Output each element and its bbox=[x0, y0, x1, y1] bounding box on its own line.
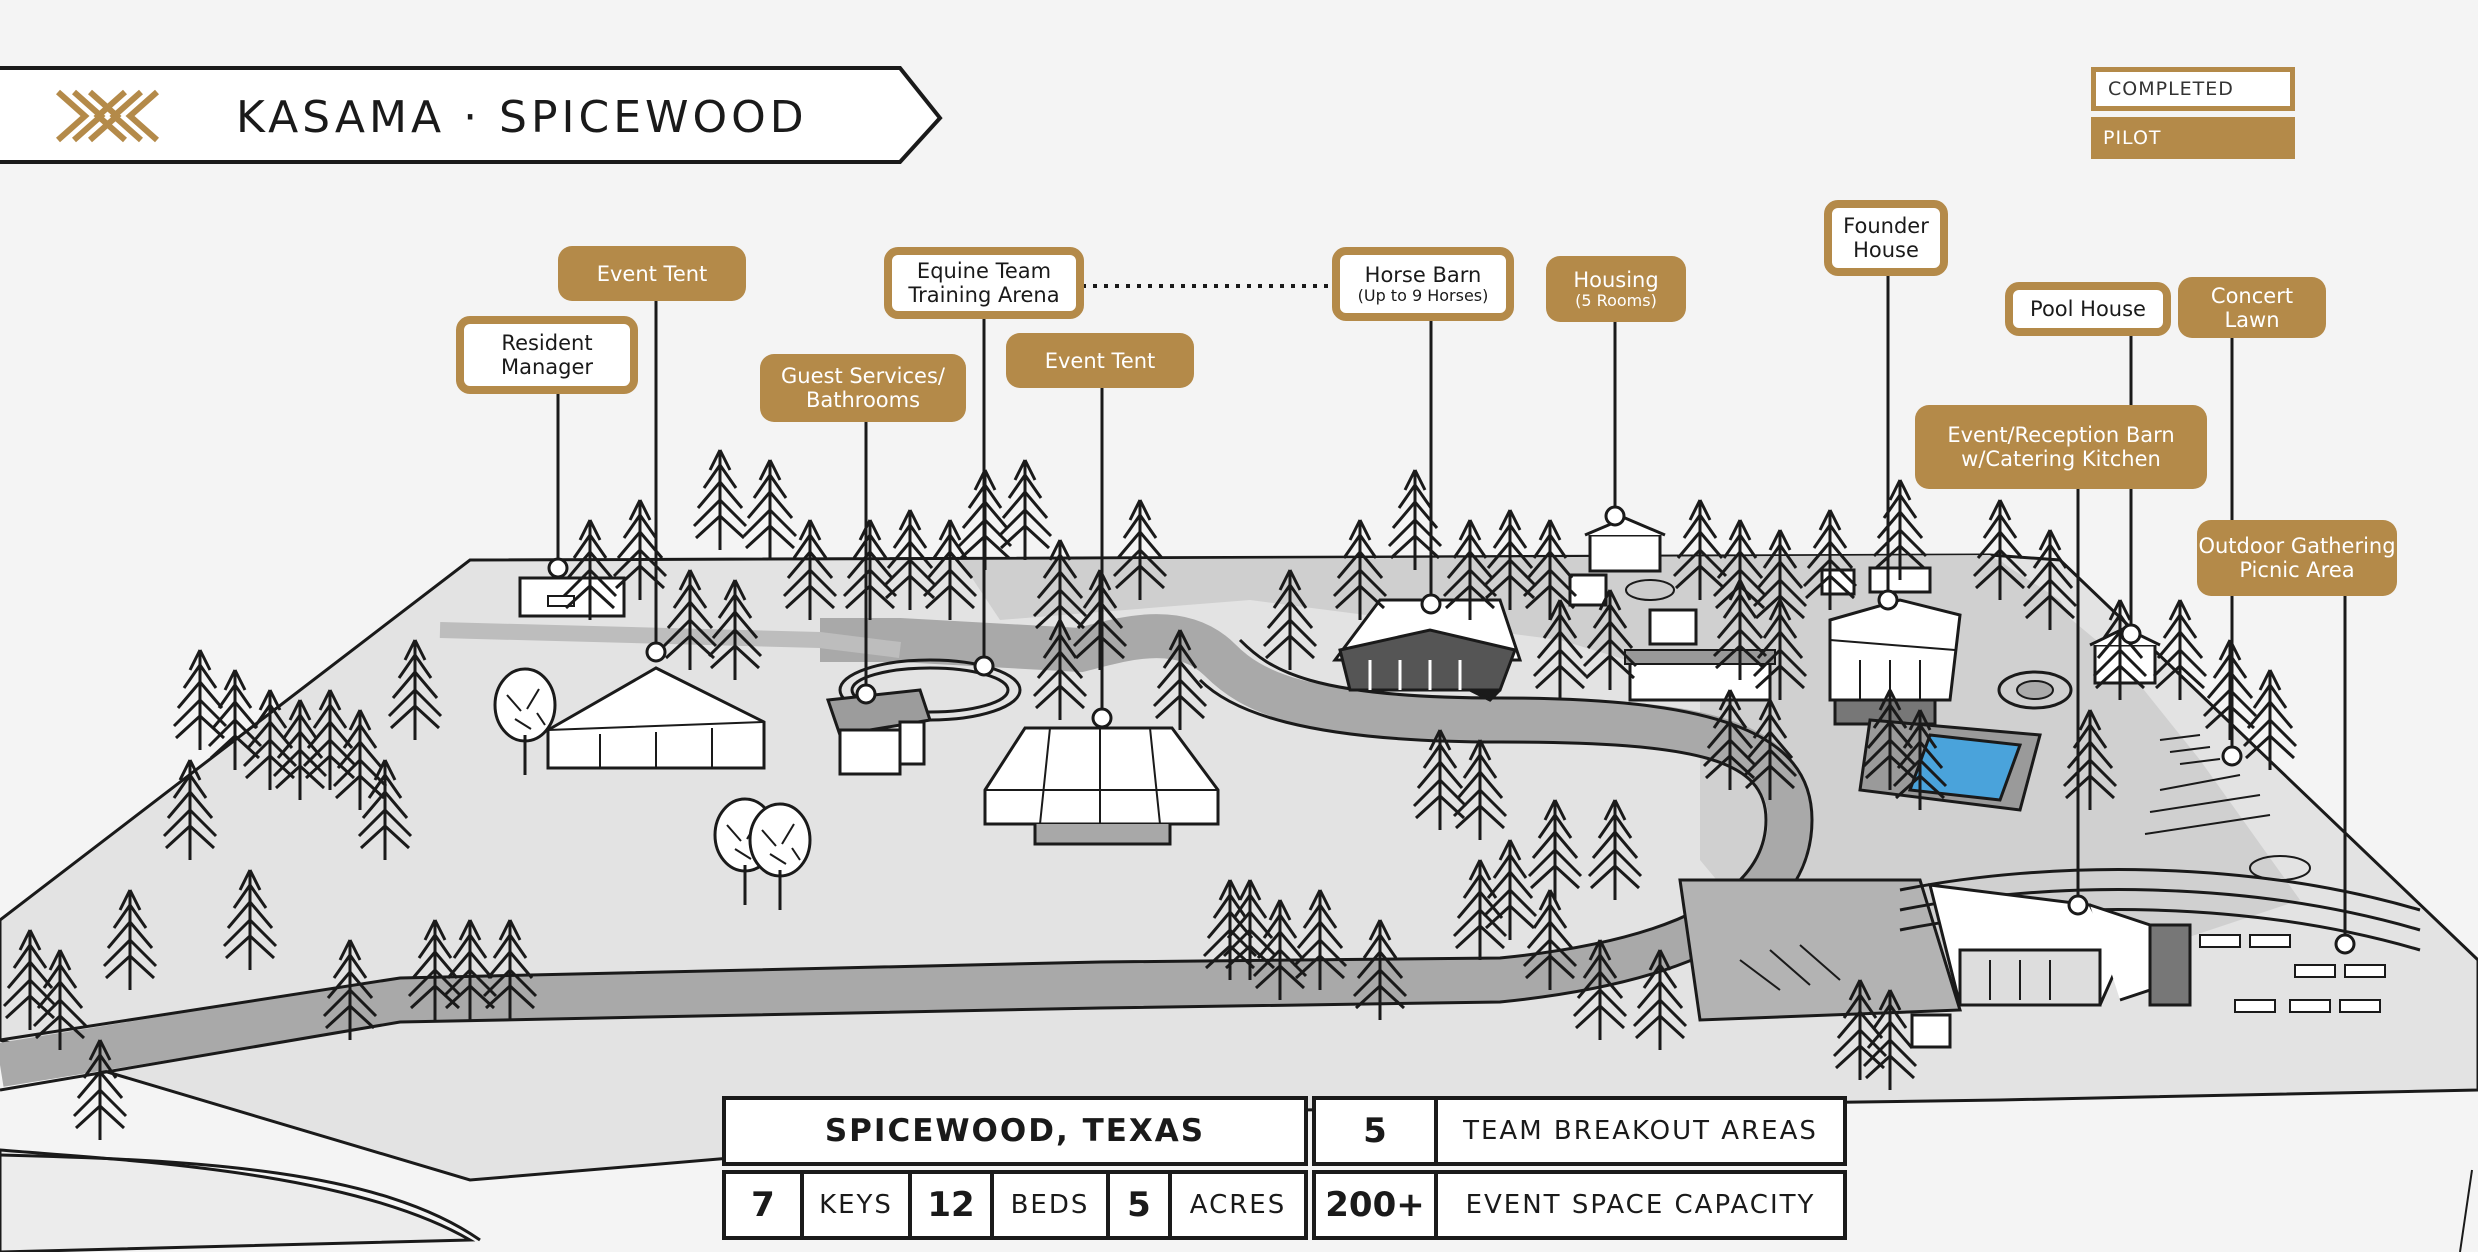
stats-capacity-value: 200+ bbox=[1312, 1170, 1438, 1240]
label-line: w/Catering Kitchen bbox=[1961, 447, 2161, 471]
stats-keys-label: KEYS bbox=[800, 1170, 912, 1240]
label-event-barn[interactable]: Event/Reception Barn w/Catering Kitchen bbox=[1915, 405, 2207, 489]
label-founder-house[interactable]: Founder House bbox=[1824, 200, 1948, 276]
label-line: Equine Team bbox=[916, 259, 1052, 283]
label-line: Event Tent bbox=[1044, 348, 1156, 373]
stats-location: SPICEWOOD, TEXAS bbox=[722, 1096, 1308, 1166]
legend-completed: COMPLETED bbox=[2091, 67, 2295, 111]
label-line: Outdoor Gathering bbox=[2198, 534, 2396, 558]
label-housing[interactable]: Housing (5 Rooms) bbox=[1546, 256, 1686, 322]
label-event-tent-2[interactable]: Event Tent bbox=[1006, 333, 1194, 388]
label-pool-house[interactable]: Pool House bbox=[2005, 282, 2171, 336]
stats-capacity-label: EVENT SPACE CAPACITY bbox=[1434, 1170, 1847, 1240]
label-horse-barn[interactable]: Horse Barn (Up to 9 Horses) bbox=[1332, 247, 1514, 321]
label-equine-team[interactable]: Equine Team Training Arena bbox=[884, 247, 1084, 319]
stats-beds-label: BEDS bbox=[990, 1170, 1110, 1240]
label-line: Event Tent bbox=[596, 261, 708, 286]
label-line: Housing bbox=[1573, 268, 1659, 292]
label-line: Manager bbox=[500, 355, 594, 379]
legend-pilot: PILOT bbox=[2091, 117, 2295, 159]
label-line: Event/Reception Barn bbox=[1947, 423, 2175, 447]
label-concert-lawn[interactable]: Concert Lawn bbox=[2178, 277, 2326, 338]
stats-beds-value: 12 bbox=[908, 1170, 994, 1240]
label-subline: (5 Rooms) bbox=[1575, 291, 1657, 310]
label-line: Concert bbox=[2210, 283, 2294, 308]
label-line: Lawn bbox=[2224, 307, 2280, 332]
label-guest-services[interactable]: Guest Services/ Bathrooms bbox=[760, 354, 966, 422]
label-line: Founder bbox=[1843, 214, 1929, 238]
stats-breakout-value: 5 bbox=[1312, 1096, 1438, 1166]
label-event-tent-1[interactable]: Event Tent bbox=[558, 246, 746, 301]
label-outdoor-gathering[interactable]: Outdoor Gathering Picnic Area bbox=[2197, 520, 2397, 596]
stats-acres-value: 5 bbox=[1106, 1170, 1172, 1240]
page-title: KASAMA · SPICEWOOD bbox=[236, 92, 808, 143]
label-resident-manager[interactable]: Resident Manager bbox=[456, 316, 638, 394]
logo-icon bbox=[56, 89, 159, 143]
label-line: Picnic Area bbox=[2239, 558, 2355, 582]
stats-acres-label: ACRES bbox=[1168, 1170, 1308, 1240]
label-line: Training Arena bbox=[908, 283, 1060, 307]
label-line: House bbox=[1853, 238, 1919, 262]
label-line: Horse Barn bbox=[1364, 263, 1482, 287]
stats-breakout-label: TEAM BREAKOUT AREAS bbox=[1434, 1096, 1847, 1166]
label-subline: (Up to 9 Horses) bbox=[1357, 286, 1489, 305]
label-line: Bathrooms bbox=[805, 388, 921, 412]
label-line: Pool House bbox=[2030, 297, 2146, 321]
stats-keys-value: 7 bbox=[722, 1170, 804, 1240]
label-line: Resident bbox=[501, 331, 593, 355]
label-line: Guest Services/ bbox=[781, 364, 945, 388]
